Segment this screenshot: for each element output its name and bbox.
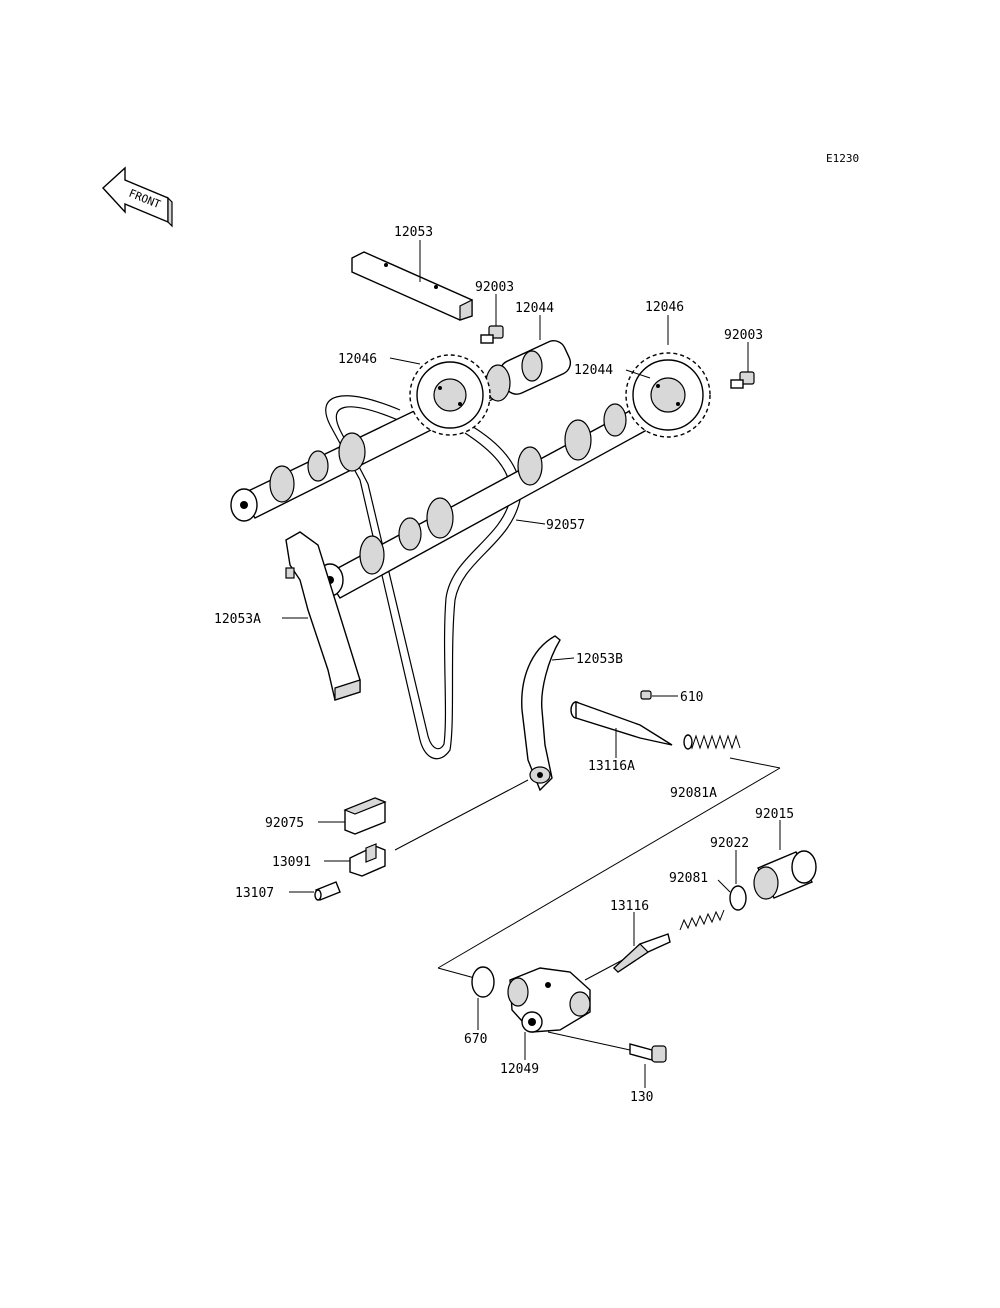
block-92075 [343,797,387,835]
diagram-code: E1230 [826,152,859,165]
o-ring-670 [471,966,495,998]
push-rod-13116A [570,701,673,746]
camshaft-intake [316,399,667,599]
label-92057: 92057 [546,518,585,533]
label-12046-left: 12046 [338,352,377,367]
label-13091: 13091 [272,855,311,870]
cam-sprocket-left [409,354,491,436]
label-92003-left: 92003 [475,280,514,295]
label-12044-upper: 12044 [515,301,554,316]
cap-610 [640,690,652,700]
tensioner-guide [521,635,561,792]
chain-guide-top [351,251,473,321]
label-13107: 13107 [235,886,274,901]
tensioner-body-12049 [507,967,591,1033]
label-92081A: 92081A [670,786,717,801]
push-rod-13116 [612,933,671,973]
label-12053A: 12053A [214,612,261,627]
bolt-92003-right [730,371,755,389]
spring-92081A [683,734,741,750]
label-13116A: 13116A [588,759,635,774]
label-12044-lower: 12044 [574,363,613,378]
cam-sprocket-right [625,352,711,438]
label-92015: 92015 [755,807,794,822]
cap-92015 [753,850,817,900]
label-670: 670 [464,1032,487,1047]
bolt-92003-left [480,325,504,344]
chain-guide-front [285,531,361,701]
bracket-13091 [349,843,386,877]
label-12053: 12053 [394,225,433,240]
label-92003-right: 92003 [724,328,763,343]
label-92075: 92075 [265,816,304,831]
label-130: 130 [630,1090,653,1105]
label-12046-right: 12046 [645,300,684,315]
label-12053B: 12053B [576,652,623,667]
front-arrow-icon: FRONT [102,166,173,228]
spring-92081 [679,909,725,931]
label-610: 610 [680,690,703,705]
label-92022: 92022 [710,836,749,851]
bolt-130 [629,1043,667,1063]
label-12049: 12049 [500,1062,539,1077]
label-92081: 92081 [669,871,708,886]
washer-92022 [729,885,747,911]
pin-13107 [314,881,341,901]
label-13116: 13116 [610,899,649,914]
